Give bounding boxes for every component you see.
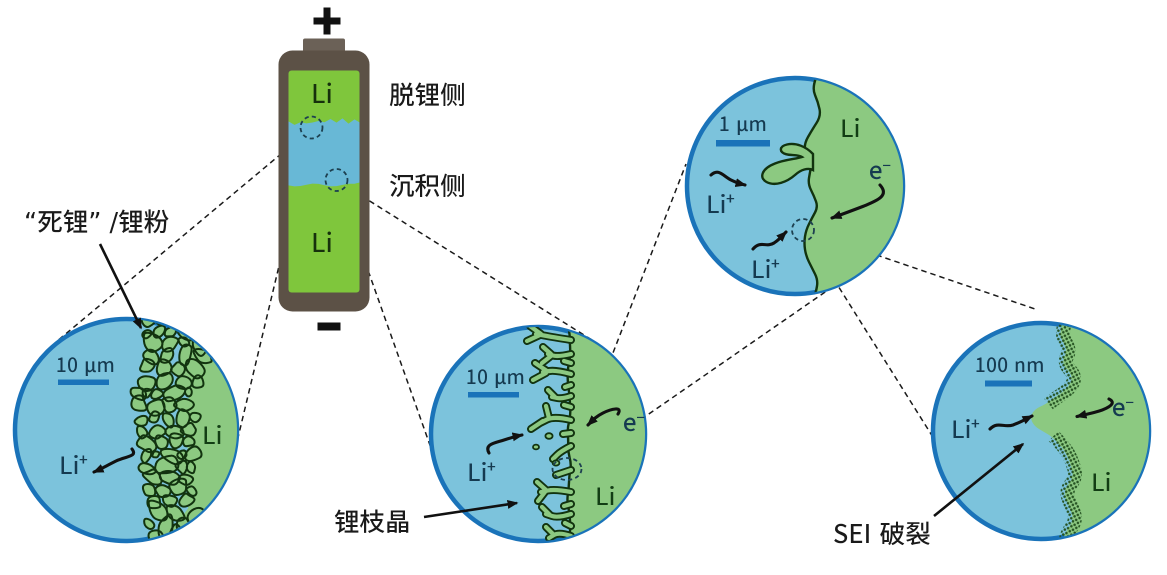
zoom-connector-line [578,271,855,464]
battery-bottom-li-label: Li [311,223,333,260]
li-metal-label: Li [1091,463,1111,498]
electron-flow-arrow [586,407,621,427]
li-metal-label: Li [595,477,615,512]
dendrite-nucleus [761,142,815,186]
dendrite-tip-zoom-source [551,457,583,481]
lithium-surface-outline [803,78,822,294]
electron-label: e− [1112,388,1134,423]
scale-label-dead-lithium: 10 μm [56,349,115,378]
battery-electrolyte-band [288,118,360,187]
sei-layer [1044,323,1083,539]
panel-dead-lithium: 10 μm Li+ Li [12,316,240,544]
lithium-metal-region [804,78,903,294]
li-ion-flow-arrow [92,447,135,474]
battery-minus-terminal-sign [317,322,341,331]
plating-side-label: 沉积侧 [389,166,466,203]
battery-schematic: Li Li [278,7,370,331]
li-metal-label: Li [840,109,860,144]
li-ion-label: Li+ [951,410,980,445]
battery-plus-terminal-sign [313,7,341,35]
plating-zoom-source-circle [324,168,349,192]
dendrite-annotation-arrow [423,499,519,519]
zoom-connector-line [55,134,305,343]
electron-label: e− [869,151,891,186]
li-ion-label-upper: Li+ [706,185,735,220]
scale-label-dendrites: 10 μm [466,361,525,390]
sei-zoom-source-circle [791,218,815,242]
battery-terminal-cap [303,38,345,53]
stripping-side-label: 脱锂侧 [389,75,466,112]
scale-bar-dendrites [468,392,519,398]
scale-label-tip: 1 μm [719,108,767,137]
electron-flow-arrow [1075,397,1114,419]
sei-layer-upper [1044,323,1081,410]
panel-dendrites: 10 μm Li+ e− Li [428,324,648,544]
li-ion-label: Li+ [467,453,496,488]
li-ion-flow-arrow [486,432,524,455]
electron-flow-arrow [830,183,885,220]
li-ion-flow-arrow-lower [751,230,788,251]
stripping-zoom-source-circle [299,115,324,140]
electron-label: e− [623,403,645,438]
lithium-dendrites [523,327,575,541]
panel-sei-crack: 100 nm Li+ e− Li [930,320,1152,542]
panel-dendrite-tip: 1 μm Li Li+ Li+ e− [684,75,906,297]
dendrite-annotation: 锂枝晶 [334,502,411,539]
li-ion-flow-arrow [988,414,1034,431]
sei-crack-annotation: SEI 破裂 [833,514,931,551]
zoom-connector-line [344,185,593,341]
scale-bar-sei [985,380,1032,387]
lithium-metal-region [566,327,645,541]
li-ion-label: Li+ [59,446,88,481]
lithium-metal-region [1031,323,1149,539]
dead-lithium-annotation: “死锂” /锂粉 [24,202,169,239]
scale-bar-dead-lithium [58,379,109,385]
sei-crack-annotation-arrow [933,442,1025,518]
li-ion-flow-arrow-upper [709,170,747,188]
dead-lithium-annotation-arrow [98,243,143,330]
li-ion-label-lower: Li+ [751,250,780,285]
battery-top-li-label: Li [311,74,333,111]
scale-bar-tip [716,140,770,147]
li-metal-label: Li [202,416,222,451]
sei-layer-lower [1048,431,1083,539]
scale-label-sei: 100 nm [975,349,1045,378]
